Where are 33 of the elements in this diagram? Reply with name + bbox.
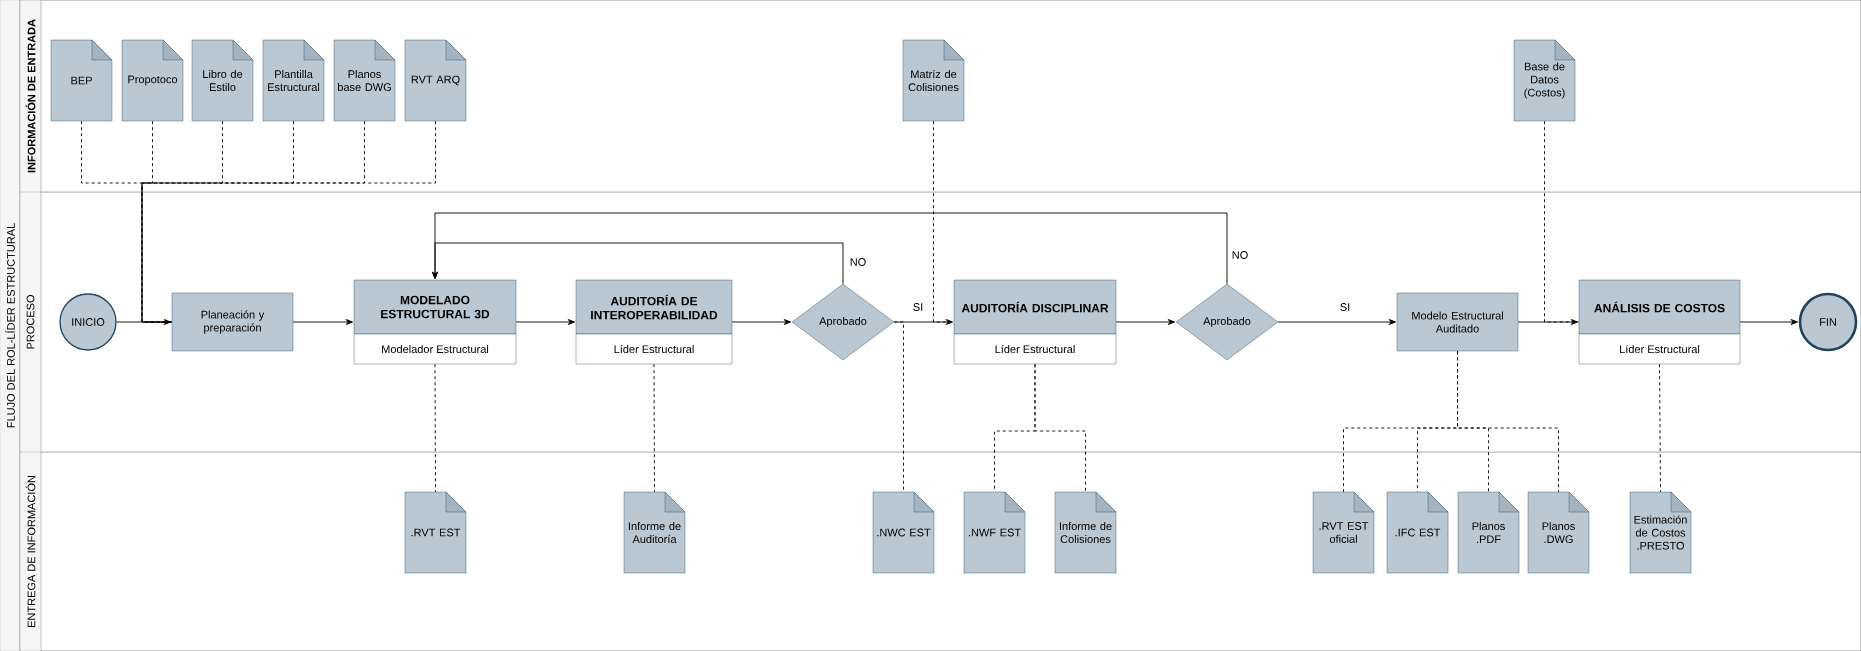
connector bbox=[1034, 363, 1086, 493]
node-label: Líder Estructural bbox=[995, 344, 1075, 354]
arrow bbox=[731, 319, 792, 325]
edge-label: SI bbox=[1338, 301, 1352, 313]
arrow bbox=[432, 212, 1228, 285]
connector bbox=[1659, 363, 1661, 493]
node-label: Modelador Estructural bbox=[382, 344, 489, 354]
edge-label: NO bbox=[848, 256, 868, 268]
arrow bbox=[1277, 319, 1396, 325]
edge-label: NO bbox=[1230, 249, 1250, 261]
node-label: Líder Estructural bbox=[1620, 344, 1700, 354]
arrow bbox=[116, 319, 171, 325]
process-box: AUDITORÍA DISCIPLINAR Líder Estructural bbox=[953, 279, 1117, 365]
connector bbox=[653, 363, 655, 493]
arrow bbox=[1517, 319, 1578, 325]
edge-label: SI bbox=[911, 301, 925, 313]
node-label: Líder Estructural bbox=[614, 344, 694, 354]
process-box: MODELADO ESTRUCTURAL 3D Modelador Estructural bbox=[353, 279, 517, 365]
connector bbox=[1544, 120, 1580, 323]
connector bbox=[141, 120, 173, 323]
arrow bbox=[1739, 319, 1798, 325]
end-event: FIN bbox=[1798, 292, 1858, 352]
arrow bbox=[292, 319, 353, 325]
arrow bbox=[515, 319, 575, 325]
arrow bbox=[1115, 319, 1175, 325]
process-box: Planeación y preparación bbox=[171, 292, 294, 352]
connector bbox=[141, 120, 436, 323]
process-box: ANÁLISIS DE COSTOS Líder Estructural bbox=[1578, 279, 1741, 365]
process-box: AUDITORÍA DE INTEROPERABILIDAD Líder Estructural bbox=[575, 279, 733, 365]
connector bbox=[434, 363, 436, 493]
start-event: INICIO bbox=[59, 293, 117, 351]
connector bbox=[1457, 350, 1559, 493]
process-box: Modelo Estructural Auditado bbox=[1396, 292, 1519, 352]
